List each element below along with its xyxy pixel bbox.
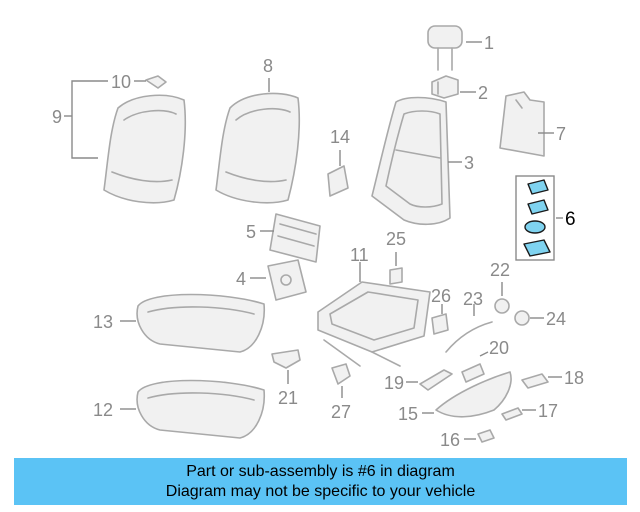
part-21-trim <box>271 349 301 369</box>
callout-6: 6 <box>565 209 576 230</box>
part-2-headrest-guide <box>431 75 459 99</box>
callout-17: 17 <box>538 401 558 421</box>
callout-26: 26 <box>431 286 451 306</box>
callout-19: 19 <box>384 373 404 393</box>
part-26-cover <box>431 313 449 335</box>
part-24-cap <box>514 310 530 326</box>
callout-10: 10 <box>111 72 131 92</box>
callout-21: 21 <box>278 388 298 408</box>
part-20-trim <box>461 363 485 383</box>
part-15-side-shield <box>435 371 512 418</box>
part-11-seat-frame <box>317 281 431 367</box>
callout-16: 16 <box>440 430 460 450</box>
callout-27: 27 <box>331 402 351 422</box>
callout-2: 2 <box>478 83 488 103</box>
callout-9: 9 <box>52 107 62 127</box>
part-3-seatback-frame <box>371 96 451 226</box>
callout-13: 13 <box>93 312 113 332</box>
callout-14: 14 <box>330 127 350 147</box>
part-4-bracket-assembly <box>267 259 307 301</box>
callout-1: 1 <box>484 33 494 53</box>
callout-4: 4 <box>236 269 246 289</box>
callout-23: 23 <box>463 289 483 309</box>
callout-12: 12 <box>93 400 113 420</box>
callout-7: 7 <box>556 124 566 144</box>
part-16-small-knob <box>477 429 495 443</box>
part-8-seatback-assembly <box>215 92 301 204</box>
part-6-box <box>515 175 555 261</box>
info-banner: Part or sub-assembly is #6 in diagram Di… <box>14 458 627 505</box>
part-23-cable <box>445 321 493 353</box>
part-6-fasteners <box>523 179 551 257</box>
part-25-clip <box>389 267 403 285</box>
callout-20: 20 <box>489 338 509 358</box>
part-14-bracket <box>327 165 349 197</box>
seat-parts-diagram: 1 2 3 7 8 10 9 14 <box>52 25 584 450</box>
callout-11: 11 <box>350 245 369 265</box>
callout-24: 24 <box>546 309 566 329</box>
part-12-cushion-cover <box>136 379 265 439</box>
part-18-switch <box>521 373 549 389</box>
info-line-2: Diagram may not be specific to your vehi… <box>165 482 476 500</box>
part-7-back-panel <box>499 91 545 157</box>
part-9-seatback-cover <box>103 94 187 204</box>
callout-5: 5 <box>246 222 256 242</box>
callout-3: 3 <box>464 153 474 173</box>
part-17-knob <box>501 407 523 421</box>
part-5-lumbar-support <box>269 213 321 263</box>
info-line-1: Part or sub-assembly is #6 in diagram <box>186 462 455 480</box>
part-22-knob <box>494 298 510 314</box>
part-10-clip <box>145 75 167 89</box>
callout-22: 22 <box>490 260 510 280</box>
part-1-headrest <box>427 25 463 71</box>
callout-25: 25 <box>386 229 406 249</box>
part-19-side-rail <box>419 369 453 391</box>
callout-8: 8 <box>263 56 273 76</box>
part-27-cover <box>331 363 351 385</box>
part-13-seat-cushion <box>136 293 265 353</box>
callout-18: 18 <box>564 368 584 388</box>
callout-15: 15 <box>398 404 418 424</box>
